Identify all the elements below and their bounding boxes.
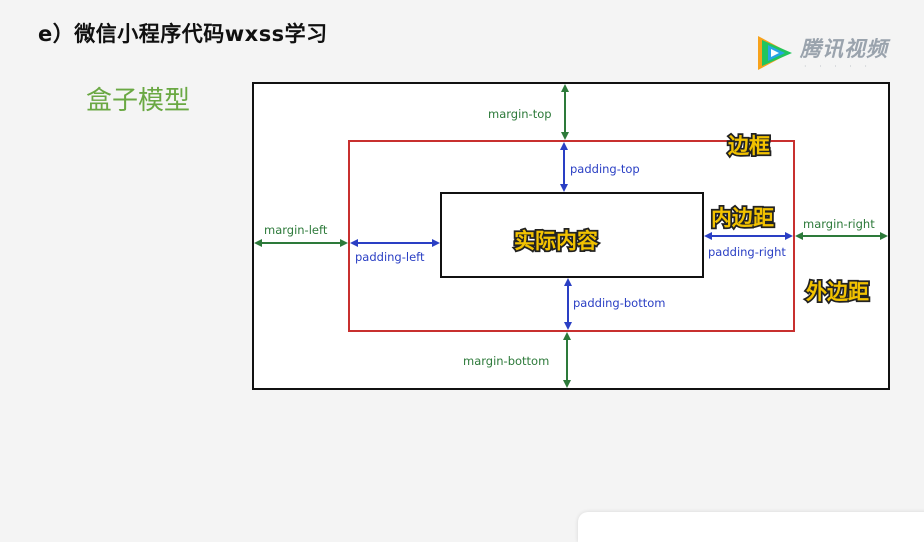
content-caption: 实际内容 [514, 229, 598, 253]
logo-tagline-decoration: · · · · · [804, 62, 872, 71]
padding-caption: 内边距 [711, 206, 774, 230]
box-model-diagram: margin-top margin-left margin-right marg… [252, 82, 890, 390]
margin-caption: 外边距 [806, 280, 869, 304]
corner-overlay-card [578, 512, 924, 542]
margin-top-label: margin-top [488, 107, 552, 121]
padding-right-label: padding-right [708, 245, 786, 259]
section-title: 盒子模型 [86, 86, 191, 116]
padding-left-label: padding-left [355, 250, 425, 264]
border-caption: 边框 [728, 134, 770, 158]
content-box [440, 192, 704, 278]
tencent-video-logo-icon [758, 36, 792, 70]
margin-left-label: margin-left [264, 223, 328, 237]
logo-name: 腾讯视频 [800, 37, 888, 61]
padding-bottom-label: padding-bottom [573, 296, 665, 310]
slide-title: e）微信小程序代码wxss学习 [38, 22, 328, 46]
border-box [348, 140, 795, 332]
margin-bottom-label: margin-bottom [463, 354, 549, 368]
margin-right-label: margin-right [803, 217, 875, 231]
padding-top-label: padding-top [570, 162, 640, 176]
